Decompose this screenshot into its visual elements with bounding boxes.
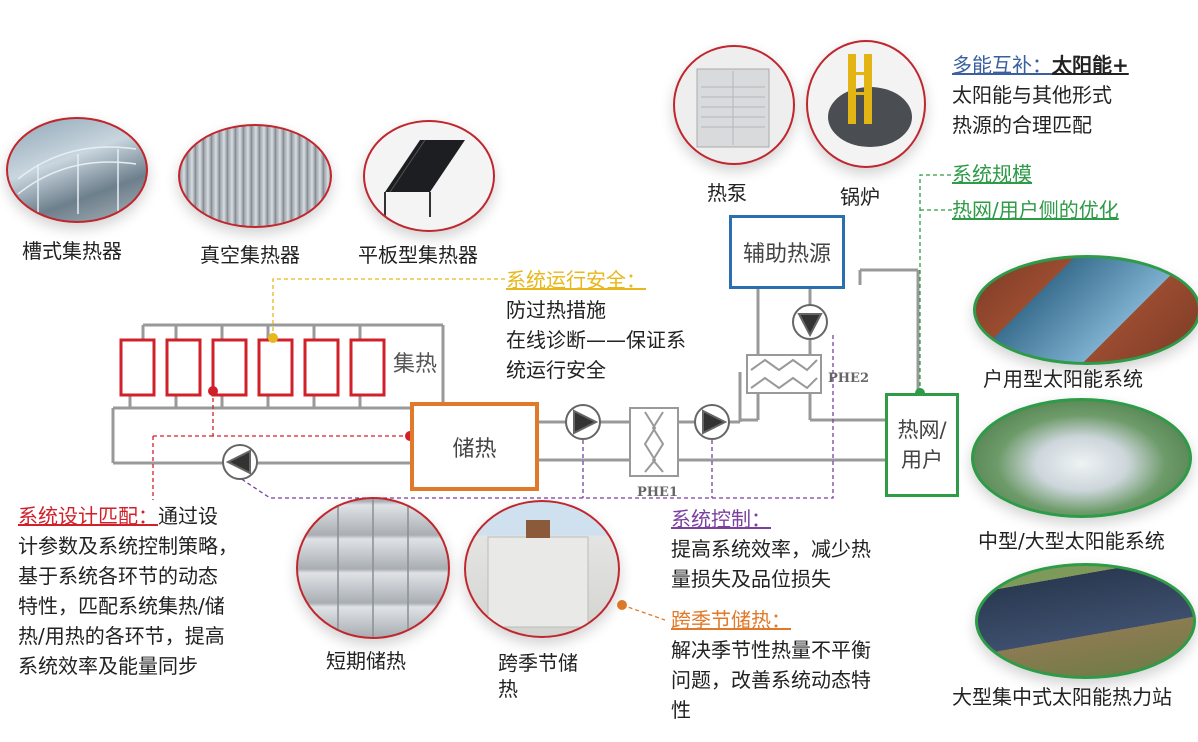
- pump-storage-out: [565, 404, 601, 440]
- safety-line2: 在线诊断——保证系: [506, 328, 686, 352]
- household-system-label: 户用型太阳能系统: [983, 367, 1143, 391]
- flat-panel-icon: [384, 139, 465, 217]
- flat-collector-photo: [363, 120, 495, 232]
- phe2-exchanger: [746, 354, 822, 394]
- scale-line2: 热网/用户侧的优化: [952, 198, 1119, 222]
- flat-collector-label: 平板型集热器: [358, 243, 478, 267]
- scale-annotation: 系统规模 热网/用户侧的优化: [952, 159, 1192, 225]
- seasonal-title: 跨季节储热：: [671, 608, 791, 632]
- collector-panels: [119, 338, 386, 397]
- design-line3: 基于系统各环节的动态: [18, 564, 218, 588]
- multi-energy-annotation: 多能互补：太阳能+ 太阳能与其他形式 热源的合理匹配: [952, 50, 1182, 140]
- multi-energy-line2: 热源的合理匹配: [952, 113, 1092, 137]
- design-annotation: 系统设计匹配：通过设 计参数及系统控制策略， 基于系统各环节的动态 特性，匹配系…: [18, 501, 298, 681]
- control-line2: 量损失及品位损失: [671, 567, 831, 591]
- vacuum-collector-photo: [178, 124, 332, 228]
- safety-title: 系统运行安全：: [506, 268, 646, 292]
- boiler-icon: [828, 54, 912, 147]
- user-label: 热网/用户: [897, 418, 947, 472]
- vacuum-collector-label: 真空集热器: [200, 243, 300, 267]
- short-storage-photo: [296, 497, 450, 639]
- trough-collector-photo: [6, 117, 148, 223]
- tank-grid-icon: [337, 499, 409, 637]
- seasonal-tank-icon: [487, 520, 589, 628]
- heat-pump-icon: [696, 68, 770, 148]
- multi-energy-title: 多能互补：: [952, 53, 1052, 77]
- heat-pump-photo: [673, 45, 795, 165]
- short-storage-label: 短期储热: [326, 649, 406, 673]
- phe1-exchanger: [629, 407, 679, 477]
- design-title: 系统设计匹配：: [18, 504, 158, 528]
- phe2-label: PHE2: [828, 371, 870, 386]
- seasonal-line1: 解决季节性热量不平衡: [671, 638, 871, 662]
- pump-aux: [792, 304, 828, 340]
- storage-label: 储热: [452, 436, 497, 462]
- design-line4: 特性，匹配系统集热/储: [18, 594, 225, 618]
- seasonal-line2: 问题，改善系统动态特: [671, 668, 871, 692]
- safety-line1: 防过热措施: [506, 298, 606, 322]
- medium-system-photo: [971, 398, 1192, 518]
- design-line2: 计参数及系统控制策略，: [18, 534, 238, 558]
- multi-energy-title-suffix: 太阳能+: [1052, 53, 1129, 77]
- scale-line1: 系统规模: [952, 162, 1032, 186]
- aux-heat-label: 辅助热源: [742, 242, 831, 267]
- user-box: 热网/用户: [885, 393, 959, 497]
- multi-energy-line1: 太阳能与其他形式: [952, 83, 1112, 107]
- control-annotation: 系统控制： 提高系统效率，减少热 量损失及品位损失: [671, 504, 931, 594]
- seasonal-annotation: 跨季节储热： 解决季节性热量不平衡 问题，改善系统动态特 性: [671, 605, 931, 725]
- phe1-label: PHE1: [637, 485, 679, 500]
- pump-phe1-out: [694, 404, 730, 440]
- safety-line3: 统运行安全: [506, 358, 606, 382]
- seasonal-storage-label: 跨季节储热: [498, 651, 578, 701]
- seasonal-line3: 性: [671, 698, 691, 722]
- aux-heat-box: 辅助热源: [729, 215, 845, 289]
- medium-system-label: 中型/大型太阳能系统: [978, 529, 1165, 553]
- boiler-label: 锅炉: [840, 185, 880, 209]
- heat-pump-label: 热泵: [707, 181, 747, 205]
- control-line1: 提高系统效率，减少热: [671, 537, 871, 561]
- large-system-label: 大型集中式太阳能热力站: [952, 685, 1172, 709]
- collector-block-label: 集热: [393, 352, 438, 377]
- control-title: 系统控制：: [671, 507, 771, 531]
- safety-annotation: 系统运行安全： 防过热措施 在线诊断——保证系 统运行安全: [506, 265, 746, 385]
- boiler-photo: [806, 40, 926, 168]
- seasonal-storage-photo: [464, 500, 620, 638]
- pump-collector-loop: [222, 444, 258, 480]
- storage-box: 储热: [410, 402, 539, 491]
- household-system-photo: [973, 255, 1198, 365]
- design-line1-suffix: 通过设: [158, 504, 218, 528]
- design-line6: 系统效率及能量同步: [18, 654, 198, 678]
- trough-collector-icon: [17, 146, 137, 214]
- trough-collector-label: 槽式集热器: [22, 239, 122, 263]
- large-system-photo: [975, 563, 1196, 679]
- design-line5: 热/用热的各环节，提高: [18, 624, 225, 648]
